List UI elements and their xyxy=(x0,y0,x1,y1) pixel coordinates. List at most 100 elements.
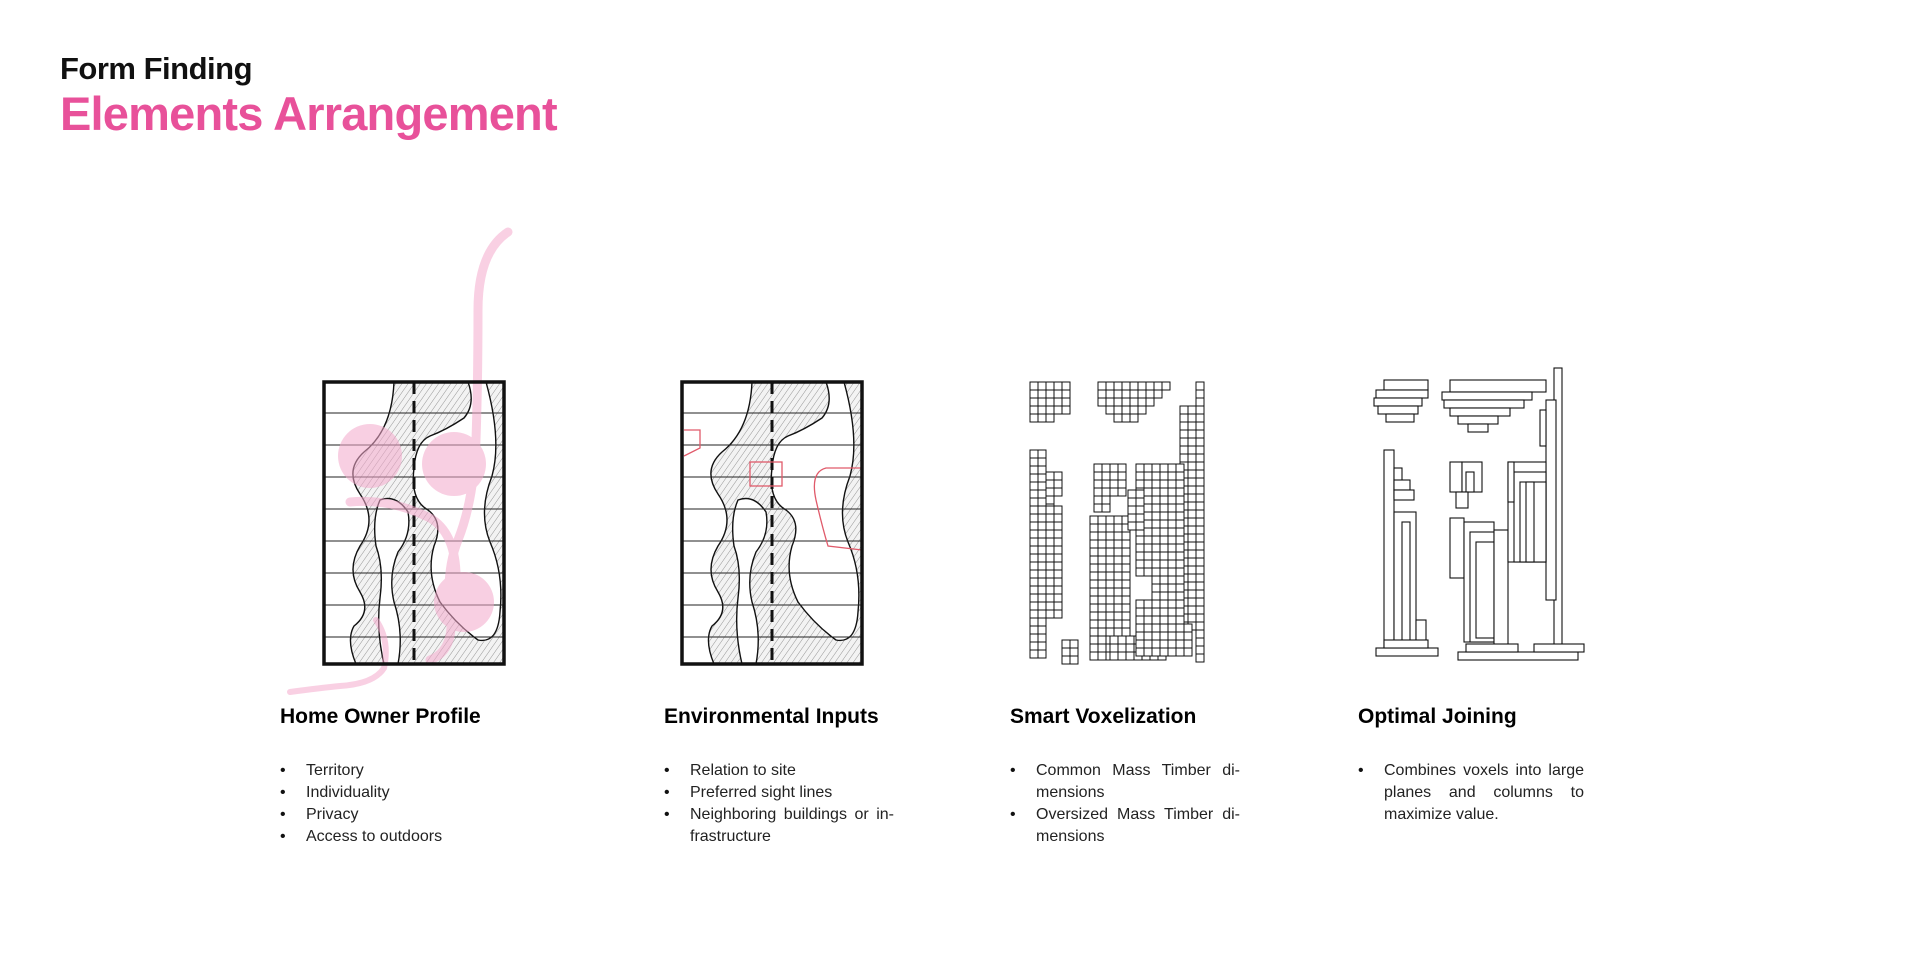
voxel-cell xyxy=(1105,389,1115,399)
voxel-cell xyxy=(1113,381,1123,391)
voxel-cell xyxy=(1069,647,1079,657)
voxel-cell xyxy=(1143,519,1153,529)
voxel-cell xyxy=(1195,541,1205,551)
voxel-cell xyxy=(1159,463,1169,473)
voxel-cell xyxy=(1125,651,1135,661)
voxel-cell xyxy=(1143,503,1153,513)
voxel-cell xyxy=(1029,413,1039,423)
voxel-cell xyxy=(1159,631,1169,641)
voxel-cell xyxy=(1159,519,1169,529)
voxel-cell xyxy=(1093,463,1103,473)
voxel-cell xyxy=(1143,543,1153,553)
step-title: Smart Voxelization xyxy=(1010,705,1197,728)
voxel-cell xyxy=(1121,397,1131,407)
voxel-cell xyxy=(1187,517,1197,527)
voxel-cell xyxy=(1061,405,1071,415)
voxel-cell xyxy=(1069,655,1079,665)
voxel-cell xyxy=(1053,537,1063,547)
voxel-cell xyxy=(1029,609,1039,619)
voxel-cell xyxy=(1151,463,1161,473)
voxel-cell xyxy=(1159,543,1169,553)
voxel-cell xyxy=(1135,559,1145,569)
voxel-cell xyxy=(1109,651,1119,661)
voxel-cell xyxy=(1045,545,1055,555)
list-item: Relation to site xyxy=(664,760,894,782)
voxel-cell xyxy=(1137,397,1147,407)
voxel-cell xyxy=(1159,647,1169,657)
voxel-cell xyxy=(1195,493,1205,503)
voxel-cell xyxy=(1053,487,1063,497)
voxel-cell xyxy=(1187,413,1197,423)
list-item: Common Mass Timber di-mensions xyxy=(1010,760,1240,804)
voxel-cell xyxy=(1045,569,1055,579)
voxel-cell xyxy=(1093,471,1103,481)
voxel-cell xyxy=(1167,599,1177,609)
voxel-cell xyxy=(1153,381,1163,391)
voxel-cell xyxy=(1101,471,1111,481)
voxel-cell xyxy=(1187,613,1197,623)
voxel-cell xyxy=(1029,601,1039,611)
voxel-cell xyxy=(1151,519,1161,529)
voxel-cell xyxy=(1195,653,1205,663)
process-steps: Home Owner Profile Territory Individuali… xyxy=(0,200,1920,920)
voxel-cell xyxy=(1037,457,1047,467)
voxel-cell xyxy=(1105,547,1115,557)
voxel-cell xyxy=(1105,571,1115,581)
voxel-cell xyxy=(1045,609,1055,619)
inner-void xyxy=(373,497,410,664)
voxel-cell xyxy=(1045,585,1055,595)
voxel-cell xyxy=(1097,651,1107,661)
voxel-cell xyxy=(1175,607,1185,617)
voxel-cell xyxy=(1053,593,1063,603)
voxel-cell xyxy=(1117,635,1127,645)
joined-members xyxy=(1373,367,1585,661)
voxel-cell xyxy=(1195,621,1205,631)
voxel-cell xyxy=(1137,381,1147,391)
voxel-cell xyxy=(1135,489,1145,499)
page-kicker: Form Finding xyxy=(60,51,253,86)
voxel-cell xyxy=(1127,505,1137,515)
voxel-cell xyxy=(1045,495,1055,505)
voxel-cell xyxy=(1143,487,1153,497)
voxel-cell xyxy=(1151,527,1161,537)
voxel-cell xyxy=(1143,551,1153,561)
voxel-cell xyxy=(1045,521,1055,531)
voxel-cell xyxy=(1195,645,1205,655)
voxel-cell xyxy=(1029,593,1039,603)
voxel-cell xyxy=(1045,561,1055,571)
voxel-cell xyxy=(1195,421,1205,431)
voxel-cell xyxy=(1061,381,1071,391)
voxel-cell xyxy=(1037,585,1047,595)
voxel-cell xyxy=(1159,487,1169,497)
smart-voxelization-diagram xyxy=(1029,381,1205,665)
voxel-cell xyxy=(1053,553,1063,563)
voxel-cell xyxy=(1145,389,1155,399)
list-item: Privacy xyxy=(280,804,520,826)
voxel-cell xyxy=(1137,389,1147,399)
voxel-cell xyxy=(1089,651,1099,661)
center-void xyxy=(756,382,860,642)
voxel-cell xyxy=(1053,389,1063,399)
voxel-cell xyxy=(1187,429,1197,439)
voxel-cell xyxy=(1175,615,1185,625)
voxel-cell xyxy=(1113,611,1123,621)
step-title: Optimal Joining xyxy=(1358,705,1517,728)
voxel-cell xyxy=(1029,625,1039,635)
voxel-cell xyxy=(1105,539,1115,549)
voxel-cell xyxy=(1179,437,1189,447)
voxel-cell xyxy=(1105,523,1115,533)
voxel-cell xyxy=(1151,575,1161,585)
voxel-cell xyxy=(1151,567,1161,577)
voxel-cell xyxy=(1089,523,1099,533)
voxel-cell xyxy=(1053,545,1063,555)
voxel-cell xyxy=(1167,543,1177,553)
voxel-cell xyxy=(1151,631,1161,641)
voxel-cell xyxy=(1127,497,1137,507)
voxel-cell xyxy=(1167,527,1177,537)
voxel-cell xyxy=(1113,555,1123,565)
voxel-cell xyxy=(1121,381,1131,391)
voxel-cell xyxy=(1037,617,1047,627)
voxel-cell xyxy=(1097,603,1107,613)
voxel-cell xyxy=(1159,623,1169,633)
voxel-cell xyxy=(1135,521,1145,531)
